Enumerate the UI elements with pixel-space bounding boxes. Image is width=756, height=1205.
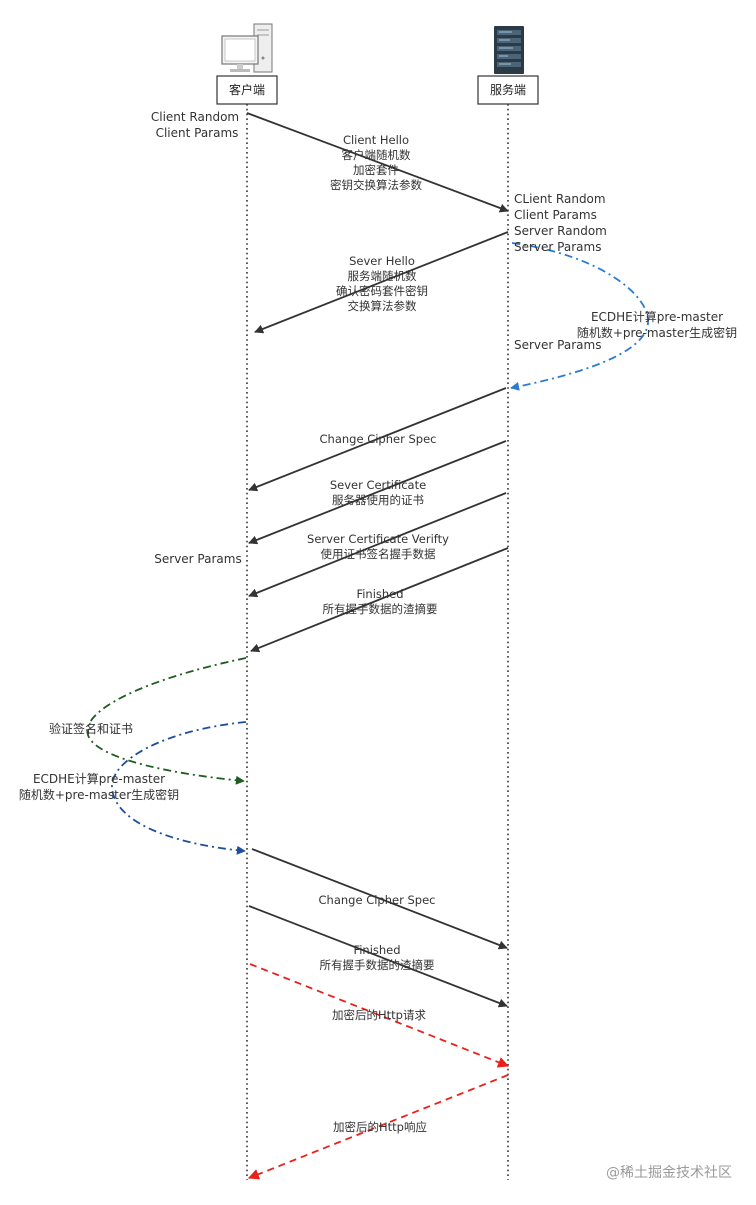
finished-1-line: 所有握手数据的渣摘要 — [323, 602, 438, 616]
server-ecdhe-curve — [510, 242, 649, 391]
change-cipher-spec-2-label: Change Cipher Spec — [319, 893, 436, 907]
server-hello-line: 服务端随机数 — [348, 269, 417, 283]
server-certificate-verify-line: 使用证书签名握手数据 — [321, 547, 436, 561]
note-server-params-2: Server Params — [514, 338, 601, 352]
client-box: 客户端 — [216, 75, 278, 105]
client-hello-line: Client Hello — [343, 133, 409, 147]
server-certificate-verify-arrow — [248, 492, 507, 598]
note-client-random: Client Random — [151, 110, 239, 124]
http-response-label: 加密后的Http响应 — [333, 1120, 427, 1134]
http-request-label: 加密后的Http请求 — [332, 1008, 426, 1022]
note-client-ecdhe-line2: 随机数+pre-master生成密钥 — [19, 787, 179, 802]
server-certificate-arrow — [248, 440, 507, 545]
http-request-arrow — [249, 963, 510, 1068]
note-server-client-random: CLient Random — [514, 192, 606, 206]
desktop-computer-icon — [221, 23, 273, 73]
note-server-server-params: Server Params — [514, 240, 601, 254]
note-server-server-random: Server Random — [514, 224, 607, 238]
client-hello-line: 客户端随机数 — [342, 148, 411, 162]
server-certificate-verify-label: Server Certificate Verifty 使用证书签名握手数据 — [307, 532, 449, 561]
finished-2-arrow — [248, 905, 508, 1008]
server-hello-line: Sever Hello — [349, 254, 415, 268]
server-certificate-line: Sever Certificate — [330, 478, 426, 492]
http-request-line: 加密后的Http请求 — [332, 1008, 426, 1022]
finished-2-line: Finished — [353, 943, 400, 957]
change-cipher-spec-1-arrow — [248, 387, 507, 492]
server-hello-line: 交换算法参数 — [348, 299, 417, 313]
http-response-arrow — [247, 1074, 509, 1180]
finished-1-label: Finished 所有握手数据的渣摘要 — [323, 587, 438, 616]
finished-2-label: Finished 所有握手数据的渣摘要 — [320, 943, 435, 972]
client-hello-line: 密钥交换算法参数 — [330, 178, 422, 192]
change-cipher-spec-1-label: Change Cipher Spec — [320, 432, 437, 446]
client-hello-line: 加密套件 — [353, 163, 399, 177]
server-box: 服务端 — [477, 75, 539, 105]
finished-1-line: Finished — [356, 587, 403, 601]
change-cipher-spec-2-arrow — [251, 848, 508, 950]
server-rack-icon — [494, 26, 524, 74]
client-label: 客户端 — [229, 82, 265, 97]
server-certificate-verify-line: Server Certificate Verifty — [307, 532, 449, 546]
client-hello-label: Client Hello 客户端随机数 加密套件 密钥交换算法参数 — [330, 133, 422, 192]
note-verify-signature: 验证签名和证书 — [49, 721, 133, 736]
note-server-client-params: Client Params — [514, 208, 597, 222]
server-certificate-label: Sever Certificate 服务器使用的证书 — [330, 478, 426, 507]
server-certificate-line: 服务器使用的证书 — [332, 493, 424, 507]
server-hello-arrow — [254, 231, 509, 334]
client-hello-arrow — [246, 112, 509, 213]
note-client-server-params: Server Params — [154, 552, 241, 566]
change-cipher-spec-1-line: Change Cipher Spec — [320, 432, 437, 446]
watermark-text: @稀土掘金技术社区 — [606, 1165, 732, 1181]
client-ecdhe-curve — [111, 721, 247, 855]
finished-1-arrow — [250, 547, 509, 653]
finished-2-line: 所有握手数据的渣摘要 — [320, 958, 435, 972]
change-cipher-spec-2-line: Change Cipher Spec — [319, 893, 436, 907]
server-label: 服务端 — [490, 82, 526, 97]
note-client-ecdhe-line1: ECDHE计算pre-master — [33, 771, 165, 786]
client-verify-curve — [86, 657, 247, 785]
note-server-ecdhe-line1: ECDHE计算pre-master — [591, 309, 723, 324]
note-server-ecdhe-line2: 随机数+pre-master生成密钥 — [577, 325, 737, 340]
server-hello-line: 确认密码套件密钥 — [336, 284, 428, 298]
http-response-line: 加密后的Http响应 — [333, 1120, 427, 1134]
note-client-params: Client Params — [156, 126, 239, 140]
server-hello-label: Sever Hello 服务端随机数 确认密码套件密钥 交换算法参数 — [336, 254, 428, 313]
